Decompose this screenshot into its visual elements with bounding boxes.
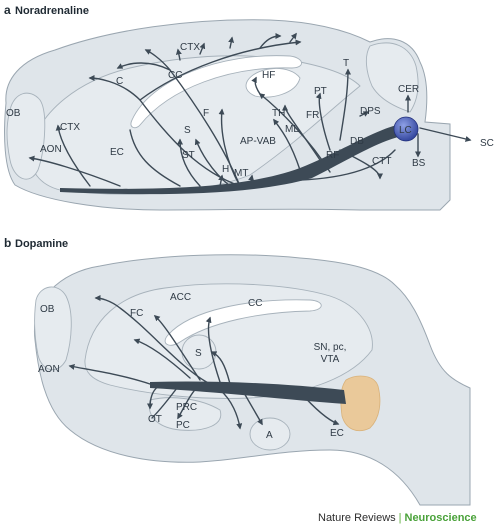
- panel-a: a Noradrenaline: [4, 3, 494, 211]
- label-ob-b: OB: [40, 304, 55, 315]
- label-ctt: CTT: [372, 156, 391, 167]
- label-bs: BS: [412, 158, 426, 169]
- label-ot: OT: [148, 414, 162, 425]
- label-rf: RF: [326, 150, 339, 161]
- label-ctx-front: CTX: [60, 122, 80, 133]
- credit-separator: |: [398, 512, 402, 524]
- cortex-region-b: [84, 283, 373, 399]
- label-cc-a: CC: [168, 70, 182, 81]
- label-sn-line1: SN, pc,: [314, 342, 347, 353]
- panel-b-title: Dopamine: [15, 238, 68, 250]
- journal-name: Nature Reviews: [318, 512, 396, 524]
- label-sc: SC: [480, 138, 494, 149]
- panel-b-letter: b: [4, 236, 11, 250]
- label-fr: FR: [306, 110, 319, 121]
- label-h: H: [222, 164, 229, 175]
- label-ob-a: OB: [6, 108, 21, 119]
- panel-a-letter: a: [4, 3, 11, 17]
- locus-coeruleus-node: [393, 116, 419, 142]
- label-ml: ML: [285, 124, 299, 135]
- olfactory-tubercle-region: [148, 397, 222, 431]
- label-cer: CER: [398, 84, 419, 95]
- label-aon-a: AON: [40, 144, 62, 155]
- label-st: ST: [182, 150, 195, 161]
- label-db: DB: [350, 136, 364, 147]
- label-prc: PRC: [176, 402, 197, 413]
- label-dps: DPS: [360, 106, 381, 117]
- panel-a-title: Noradrenaline: [15, 5, 89, 17]
- olfactory-bulb-b: [34, 286, 72, 370]
- label-c: C: [116, 76, 123, 87]
- panel-b: b Dopamine: [4, 236, 471, 506]
- label-a: A: [266, 430, 273, 441]
- journal-subject: Neuroscience: [404, 512, 477, 524]
- journal-credit: Nature Reviews|Neuroscience: [318, 512, 477, 524]
- label-lc: LC: [399, 125, 412, 136]
- label-sn-line2: VTA: [321, 354, 340, 365]
- label-hf: HF: [262, 70, 275, 81]
- label-fc: FC: [130, 308, 143, 319]
- label-acc: ACC: [170, 292, 191, 303]
- dopamine-bundle: [150, 381, 346, 404]
- label-pc: PC: [176, 420, 190, 431]
- label-ec-a: EC: [110, 147, 124, 158]
- dorsal-bundle-a: [60, 124, 402, 195]
- vta-sn-region: [340, 375, 381, 432]
- label-f: F: [203, 108, 209, 119]
- label-s-a: S: [184, 125, 191, 136]
- corpus-callosum-a: [130, 55, 302, 129]
- label-ap-vab: AP-VAB: [240, 136, 276, 147]
- pathways-a: [28, 32, 472, 187]
- hippocampal-formation-a: [245, 68, 301, 98]
- olfactory-bulb-a: [6, 92, 46, 180]
- label-ctx-top: CTX: [180, 42, 200, 53]
- label-th: TH: [272, 108, 285, 119]
- label-aon-b: AON: [38, 364, 60, 375]
- label-t: T: [343, 58, 349, 69]
- label-mt: MT: [234, 168, 248, 179]
- amygdala-region: [249, 417, 291, 451]
- label-pt: PT: [314, 86, 327, 97]
- label-s-b: S: [195, 348, 202, 359]
- label-cc-b: CC: [248, 298, 262, 309]
- label-ec-b: EC: [330, 428, 344, 439]
